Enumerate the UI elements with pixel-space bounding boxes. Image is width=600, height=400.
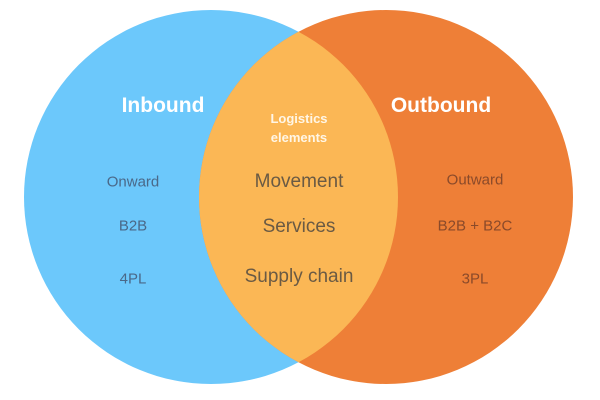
inbound-item-onward: Onward [106, 173, 160, 191]
outbound-title: Outbound [390, 94, 492, 117]
overlap-title-line2: elements [270, 130, 328, 145]
overlap-item-services: Services [262, 216, 336, 237]
overlap-title: Logistics elements [270, 109, 327, 147]
outbound-item-outward: Outward [446, 171, 504, 189]
overlap-item-supply-chain: Supply chain [244, 266, 354, 287]
inbound-title: Inbound [121, 94, 205, 117]
overlap-item-movement: Movement [254, 171, 344, 192]
inbound-item-4pl: 4PL [119, 270, 147, 288]
inbound-item-b2b: B2B [118, 217, 148, 235]
outbound-item-b2b-b2c: B2B + B2C [437, 217, 513, 235]
overlap-region [199, 10, 398, 384]
overlap-title-line1: Logistics [270, 111, 328, 126]
outbound-item-3pl: 3PL [461, 270, 489, 288]
